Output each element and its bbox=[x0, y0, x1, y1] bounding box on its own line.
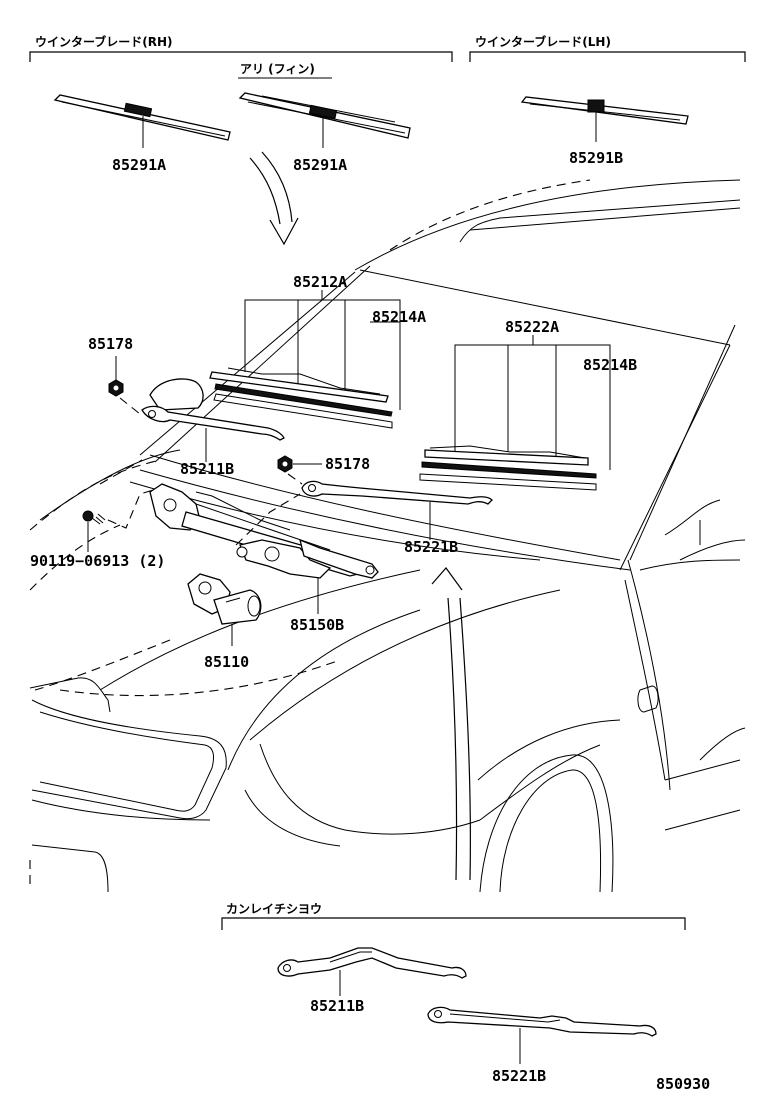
figure-number: 850930 bbox=[656, 1075, 710, 1093]
wiper-arm-85211B bbox=[141, 378, 285, 441]
fin-note: アリ (フィン) bbox=[240, 62, 315, 76]
header-blade-rh: ウインターブレード(RH) bbox=[35, 34, 173, 49]
dash-85178-1 bbox=[119, 397, 141, 415]
label-90119: 90119−06913 (2) bbox=[30, 552, 165, 570]
bolt-90119 bbox=[82, 510, 106, 525]
wiper-link-85150B bbox=[149, 483, 379, 579]
bracket-85212A bbox=[244, 290, 401, 392]
label-85291B: 85291B bbox=[569, 149, 623, 167]
label-85110: 85110 bbox=[204, 653, 249, 671]
car-body-outline bbox=[29, 179, 746, 893]
label-85214B: 85214B bbox=[583, 356, 637, 374]
arrow-up-icon bbox=[431, 567, 471, 881]
label-85150B: 85150B bbox=[290, 616, 344, 634]
label-85211B-2: 85211B bbox=[310, 997, 364, 1015]
header-lh-bracket bbox=[469, 51, 746, 62]
dash-link bbox=[235, 493, 301, 546]
nut-85178-2 bbox=[277, 455, 293, 473]
dash-90119-b bbox=[99, 459, 143, 485]
winter-blade-lh bbox=[520, 96, 689, 142]
cold-wiper-arm-85211B bbox=[277, 947, 467, 979]
label-85214A: 85214A bbox=[372, 308, 426, 326]
winter-blade-rh-2 bbox=[238, 92, 411, 148]
label-85221B-1: 85221B bbox=[404, 538, 458, 556]
dash-85178-2 bbox=[287, 473, 303, 485]
wiper-arm-85221B bbox=[301, 480, 493, 505]
arrow-down-icon bbox=[249, 151, 299, 246]
label-85178-2: 85178 bbox=[325, 455, 370, 473]
bracket-85222A bbox=[454, 335, 611, 470]
label-85178-1: 85178 bbox=[88, 335, 133, 353]
cold-area-header: カンレイチシヨウ bbox=[226, 902, 322, 916]
label-85221B-2: 85221B bbox=[492, 1067, 546, 1085]
wiper-motor-85110 bbox=[187, 573, 262, 625]
nut-85178-1 bbox=[108, 379, 124, 397]
label-85291A-2: 85291A bbox=[293, 156, 347, 174]
wiper-blade-lh bbox=[419, 445, 597, 491]
wiper-blade-rh bbox=[209, 367, 393, 429]
dash-90119 bbox=[107, 487, 161, 529]
label-85291A-1: 85291A bbox=[112, 156, 166, 174]
header-rh-bracket bbox=[29, 51, 453, 62]
label-85211B-1: 85211B bbox=[180, 460, 234, 478]
cold-area-bracket bbox=[221, 917, 686, 930]
winter-blade-rh-1 bbox=[53, 94, 231, 148]
label-85212A: 85212A bbox=[293, 273, 347, 291]
header-blade-lh: ウインターブレード(LH) bbox=[475, 34, 611, 49]
label-85222A: 85222A bbox=[505, 318, 559, 336]
cold-wiper-arm-85221B bbox=[427, 1006, 657, 1037]
